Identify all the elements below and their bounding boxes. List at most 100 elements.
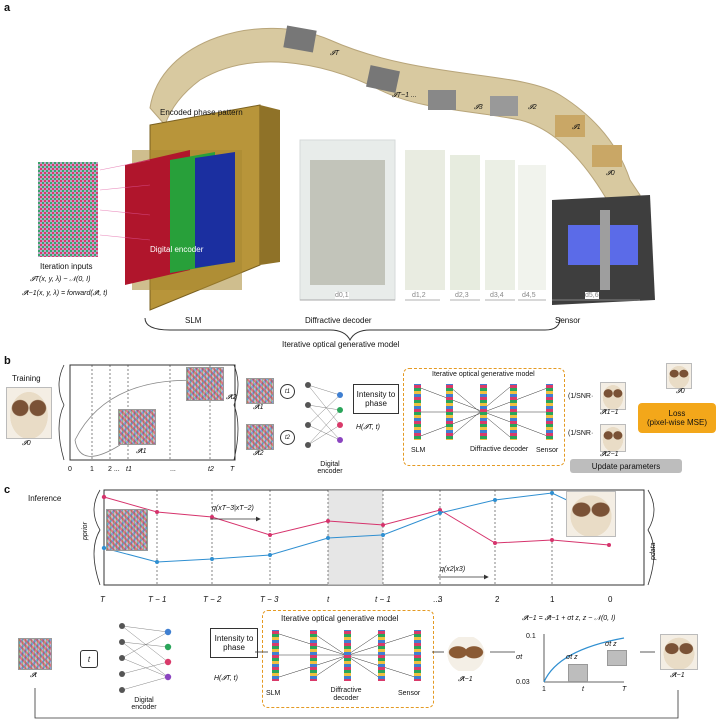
panel-a-label: a: [4, 2, 11, 14]
it2-label: 𝓘t2: [253, 450, 264, 457]
inference-output-image: [566, 491, 616, 537]
film-label-2: 𝓘2: [528, 104, 537, 111]
digital-encoder-net-b: [305, 382, 343, 448]
sigma-top-value: 0.1: [526, 633, 536, 640]
film-label-1: 𝓘1: [572, 124, 581, 131]
model-title-a: Iterative optical generative model: [282, 340, 400, 349]
film-label-3: 𝓘3: [474, 104, 483, 111]
t-box: t: [80, 650, 98, 668]
inference-chart: [93, 489, 655, 586]
pipeline-output-image: [660, 634, 698, 670]
b-axis-tick-t1: t1: [126, 466, 132, 473]
input-equation-2: 𝓘t−1(x, y, λ) = forward(𝓘t, t): [22, 290, 108, 297]
t1-node: t1: [280, 384, 295, 399]
encoder-input-it1: [246, 378, 274, 404]
distance-d34: d3,4: [490, 292, 504, 299]
digital-encoder-label-b: Digital encoder: [317, 461, 343, 475]
update-equation: 𝓘t−1 = 𝓘̂t−1 + σt z, z ~ 𝒩(0, I): [522, 615, 616, 622]
b-axis-tick-1: 1: [90, 466, 94, 473]
p-data-label: pdata: [650, 542, 657, 560]
slm-label-c: SLM: [266, 690, 281, 697]
snr-label-2: (1/SNR·: [568, 430, 594, 437]
pred-label-1: 𝓘̂t1−1: [600, 409, 619, 416]
c-axis-tick-2: 2: [495, 595, 500, 604]
optical-layers-c: [272, 630, 421, 681]
sigmaz-label-1: σt z: [566, 654, 578, 661]
film-label-T-1: 𝓘T−1 ...: [392, 92, 417, 99]
panel-a-illustration: [38, 25, 655, 342]
sigmaz-noise-small-2: [607, 650, 627, 666]
distance-d01: d0,1: [335, 292, 349, 299]
film-label-0: 𝓘0: [606, 170, 615, 177]
sigma-x-mid: t: [582, 686, 584, 693]
snr-label-1: (1/SNR·: [568, 393, 594, 400]
optical-model-frame-b: [403, 368, 565, 466]
c-axis-tick-T-2: T − 2: [203, 595, 222, 604]
optical-model-frame-c: [262, 610, 434, 708]
it1-label: 𝓘t1: [253, 404, 264, 411]
inference-label: Inference: [28, 494, 62, 503]
b-axis-tick-2: 2 ...: [108, 466, 120, 473]
training-noisy-image-t1: [118, 409, 156, 445]
digital-encoder-label-c: Digital encoder: [131, 697, 157, 711]
sigma-x-right: T: [622, 686, 627, 693]
pred-image-2: [600, 424, 626, 452]
intensity-to-phase-box-c: Intensity to phase: [210, 628, 258, 658]
sigma-label: σt: [516, 654, 523, 661]
input-equation-1: 𝓘T(x, y, λ) ~ 𝒩(0, I): [30, 276, 91, 283]
diffractive-decoder-label-a: Diffractive decoder: [305, 316, 372, 325]
intensity-to-phase-box-b: Intensity to phase: [353, 384, 399, 414]
q-bottom-label: q(x2|x3): [440, 566, 466, 573]
b-axis-tick-t2: t2: [208, 466, 214, 473]
distance-d45: d4,5: [522, 292, 536, 299]
target-image-i0-b: [666, 363, 692, 389]
pred-image-c: [446, 637, 486, 671]
t2-node: t2: [280, 430, 295, 445]
c-axis-tick-T-3: T − 3: [260, 595, 279, 604]
b-axis-tick-T: T: [230, 466, 235, 473]
it1-label-timeline: 𝓘t1: [136, 448, 147, 455]
iteration-inputs-label: Iteration inputs: [40, 262, 93, 271]
loss-box: Loss (pixel-wise MSE): [638, 403, 716, 433]
diffractive-decoder-label-c: Diffractive decoder: [330, 687, 362, 702]
distance-d23: d2,3: [455, 292, 469, 299]
pred-label-2: 𝓘̂t2−1: [600, 451, 619, 458]
c-axis-tick-T: T: [100, 595, 105, 604]
it2-label-timeline: 𝓘t2: [226, 394, 237, 401]
timeline-right-brace: [233, 364, 239, 461]
sigmaz-noise-small-1: [568, 664, 588, 682]
pipeline-arrows: [34, 651, 679, 719]
c-axis-tick-1: 1: [550, 595, 555, 604]
sigma-x-left: 1: [542, 686, 546, 693]
target-label-b: 𝓘0: [676, 388, 685, 395]
b-axis-tick-0: 0: [68, 466, 72, 473]
encoder-input-it2: [246, 424, 274, 450]
model-title-c: Iterative optical generative model: [281, 614, 399, 623]
pred-image-1: [600, 382, 626, 410]
b-axis-tick-ellipsis: ...: [170, 466, 176, 473]
h-equation-b: H(𝓘T, t): [356, 424, 380, 431]
slm-label-b: SLM: [411, 447, 426, 454]
film-label-T: 𝓘T: [330, 50, 340, 57]
distance-d12: d1,2: [412, 292, 426, 299]
sensor-label-b: Sensor: [536, 447, 559, 454]
c-axis-tick-ellipsis: ...: [433, 595, 440, 604]
c-axis-tick-T-1: T − 1: [148, 595, 167, 604]
optical-layers-b: [414, 384, 553, 440]
diffractive-decoder-label-b: Diffractive decoder: [470, 446, 529, 453]
sigma-schedule-plot: [543, 634, 625, 683]
sensor-label-a: Sensor: [555, 316, 581, 325]
panel-c-label: c: [4, 484, 11, 496]
c-axis-tick-3: 3: [438, 595, 443, 604]
encoded-phase-pattern-label: Encoded phase pattern: [160, 108, 243, 117]
distance-d56: d5,6: [585, 292, 599, 299]
update-parameters-bar: Update parameters: [570, 459, 682, 473]
p-prior-label: pprior: [82, 522, 89, 540]
it-label: 𝓘t: [30, 672, 37, 679]
h-equation-c: H(𝓘T, t): [214, 675, 238, 682]
digital-encoder-net-c: [119, 623, 172, 693]
q-top-label: q(xT−3|xT−2): [212, 505, 254, 512]
c-axis-tick-t-1: t − 1: [375, 595, 391, 604]
c-axis-tick-0: 0: [608, 595, 613, 604]
digital-encoder-label-a: Digital encoder: [150, 245, 204, 254]
